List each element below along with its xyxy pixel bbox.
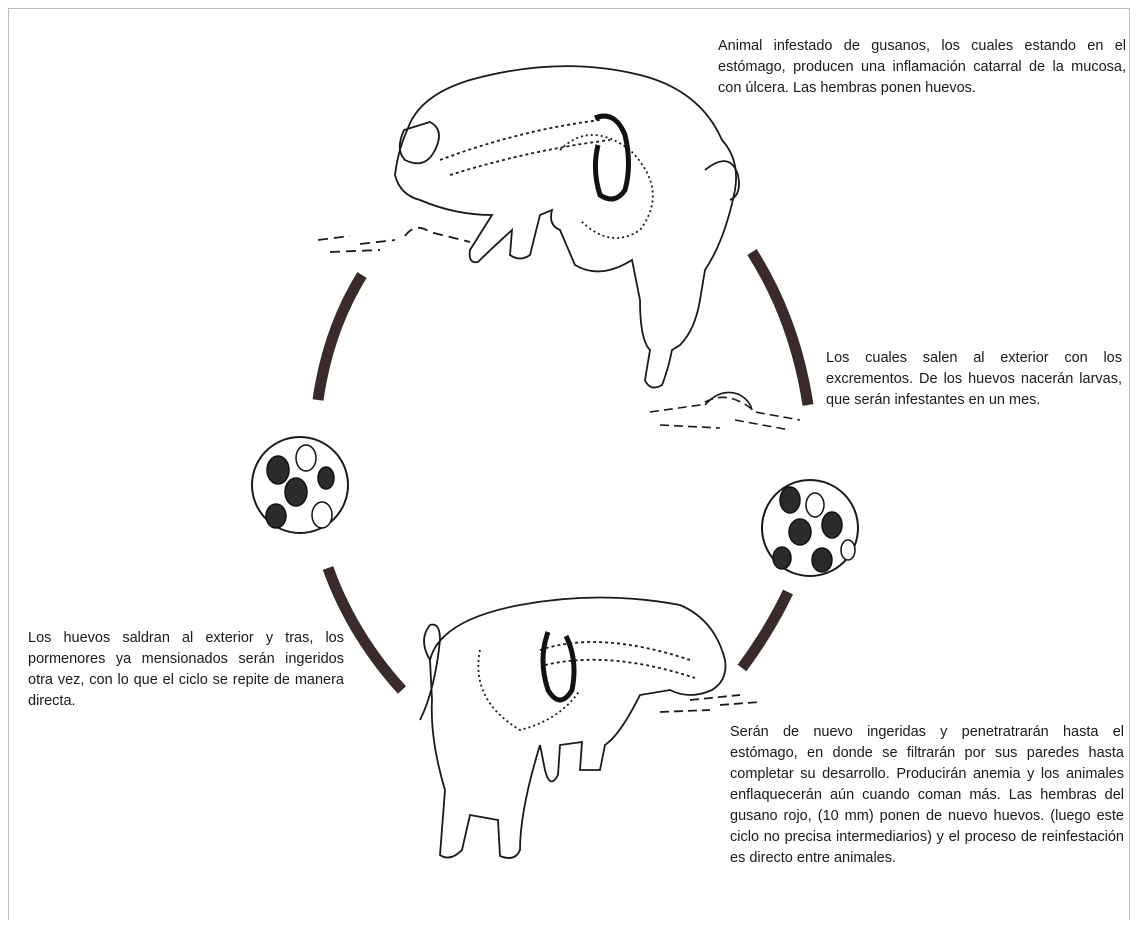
pig-rooting-icon (420, 598, 760, 859)
cycle-arc-lower-right (742, 592, 788, 668)
caption-stomach-infection: Animal infestado de gusanos, los cuales … (718, 36, 1126, 99)
stomach-worm (595, 116, 629, 199)
cycle-arc-upper-right (752, 252, 808, 405)
egg-magnified-icon-right (762, 480, 858, 576)
pig-feeding-icon (318, 66, 739, 387)
caption-larvae-ingested: Serán de nuevo ingeridas y penetratrarán… (730, 722, 1124, 869)
feces-pile-icon (650, 392, 800, 430)
cycle-arc-upper-left (318, 275, 362, 400)
stomach-worm-bottom (543, 632, 574, 700)
caption-eggs-excreted: Los cuales salen al exterior con los exc… (826, 348, 1122, 411)
egg-magnified-icon (252, 437, 348, 533)
caption-eggs-reingested: Los huevos saldran al exterior y tras, l… (28, 628, 344, 712)
